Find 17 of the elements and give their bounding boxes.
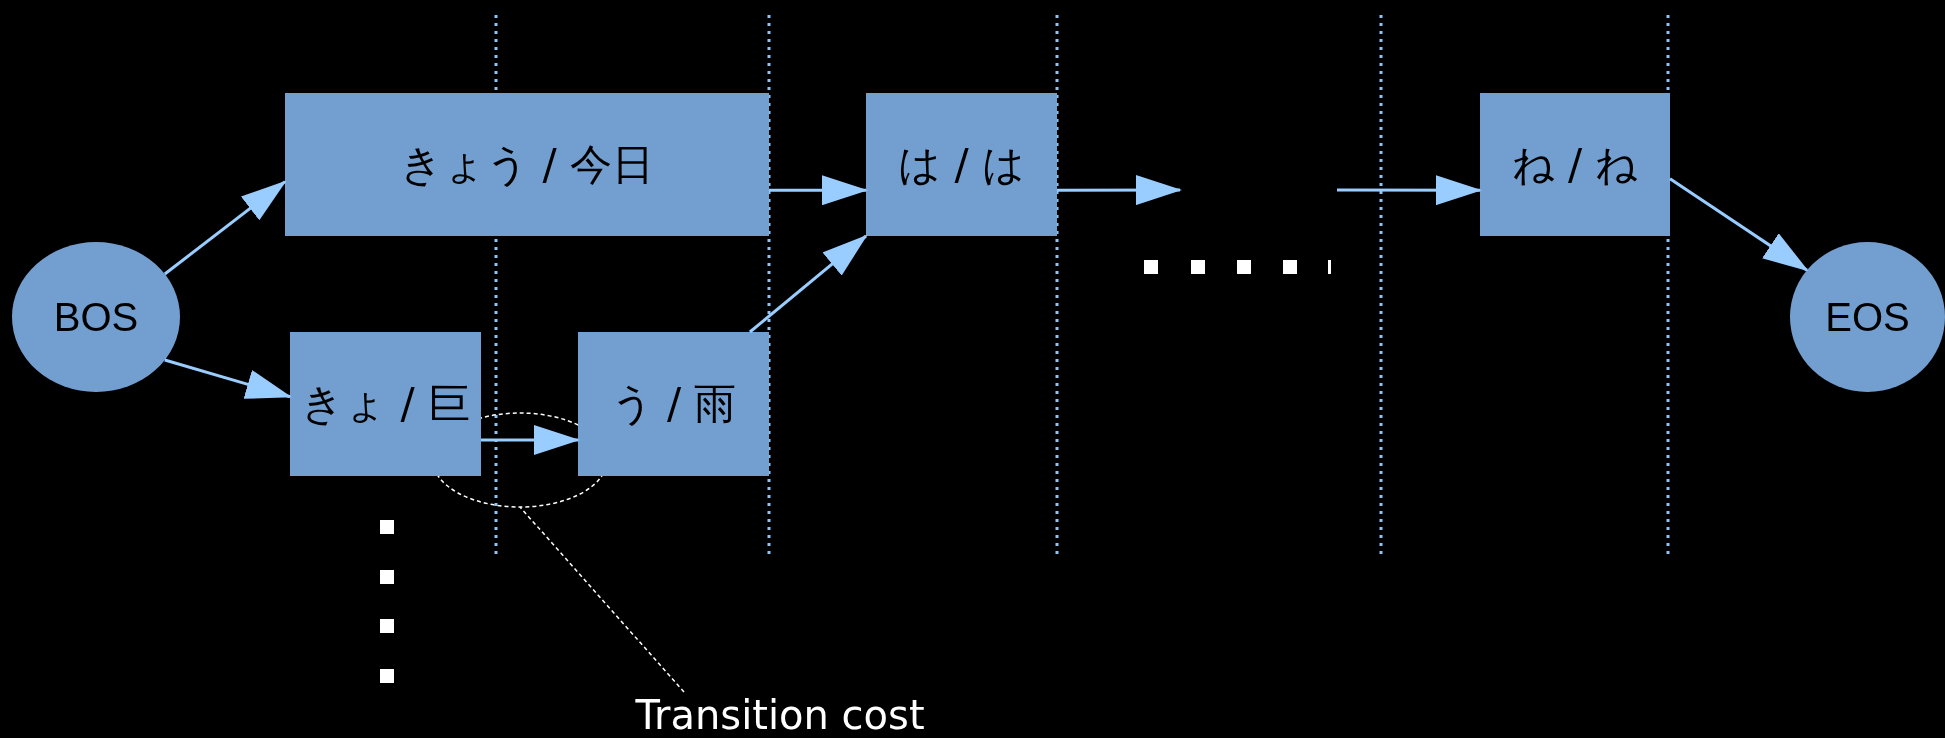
arrow [164,358,292,399]
arrow [1669,177,1809,272]
arrow [163,180,287,276]
arrow [1057,175,1182,206]
word-node-box: きょう / 今日 [285,93,769,236]
word-node-box: ね / ね [1480,93,1670,236]
word-node-box: う / 雨 [578,332,769,476]
word-node-box: は / は [866,93,1057,236]
arrow [1337,175,1482,206]
arrow [748,234,868,334]
arrow [481,425,580,455]
terminal-node-ellipse: EOS [1790,242,1945,392]
word-node-box: きょ / 巨 [290,332,481,476]
arrow [769,175,868,206]
annotation-text: Transition cost [620,692,940,738]
terminal-node-ellipse: BOS [12,242,180,392]
leader-line [519,506,685,693]
